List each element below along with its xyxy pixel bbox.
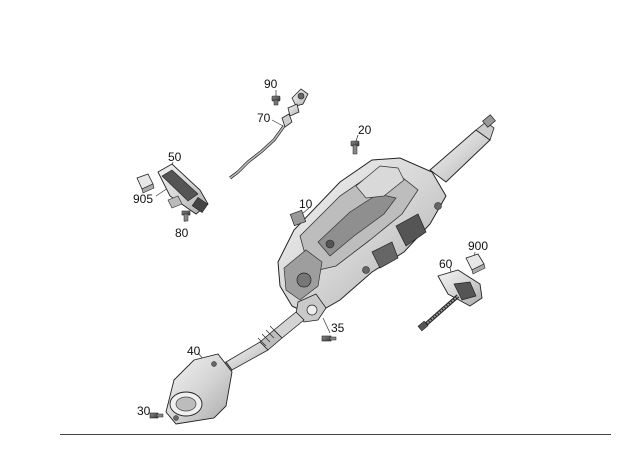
part-10-lower-shaft (220, 311, 305, 375)
part-90-screw (271, 95, 281, 106)
bottom-rule (60, 434, 611, 435)
part-60-adjuster (417, 269, 483, 332)
part-905-connector (136, 173, 155, 194)
part-40-flange (165, 353, 233, 425)
part-30-screw (149, 412, 164, 419)
callout-60: 60 (439, 257, 453, 271)
callout-10: 10 (299, 197, 313, 211)
callout-35: 35 (331, 321, 345, 335)
callout-70: 70 (257, 111, 271, 125)
callout-90: 90 (264, 77, 278, 91)
callout-30: 30 (137, 404, 151, 418)
part-35-screw (321, 335, 337, 342)
part-20-screw (350, 140, 360, 155)
callout-900: 900 (468, 239, 489, 253)
callout-20: 20 (358, 123, 372, 137)
callout-80: 80 (175, 226, 189, 240)
callout-50: 50 (168, 150, 182, 164)
part-80-screw (181, 210, 191, 222)
part-10-column-housing (277, 114, 496, 323)
part-50-motor (157, 163, 209, 215)
callout-905: 905 (133, 192, 154, 206)
part-900-connector (465, 253, 486, 275)
callout-40: 40 (187, 344, 201, 358)
part-70-cable (229, 88, 309, 180)
